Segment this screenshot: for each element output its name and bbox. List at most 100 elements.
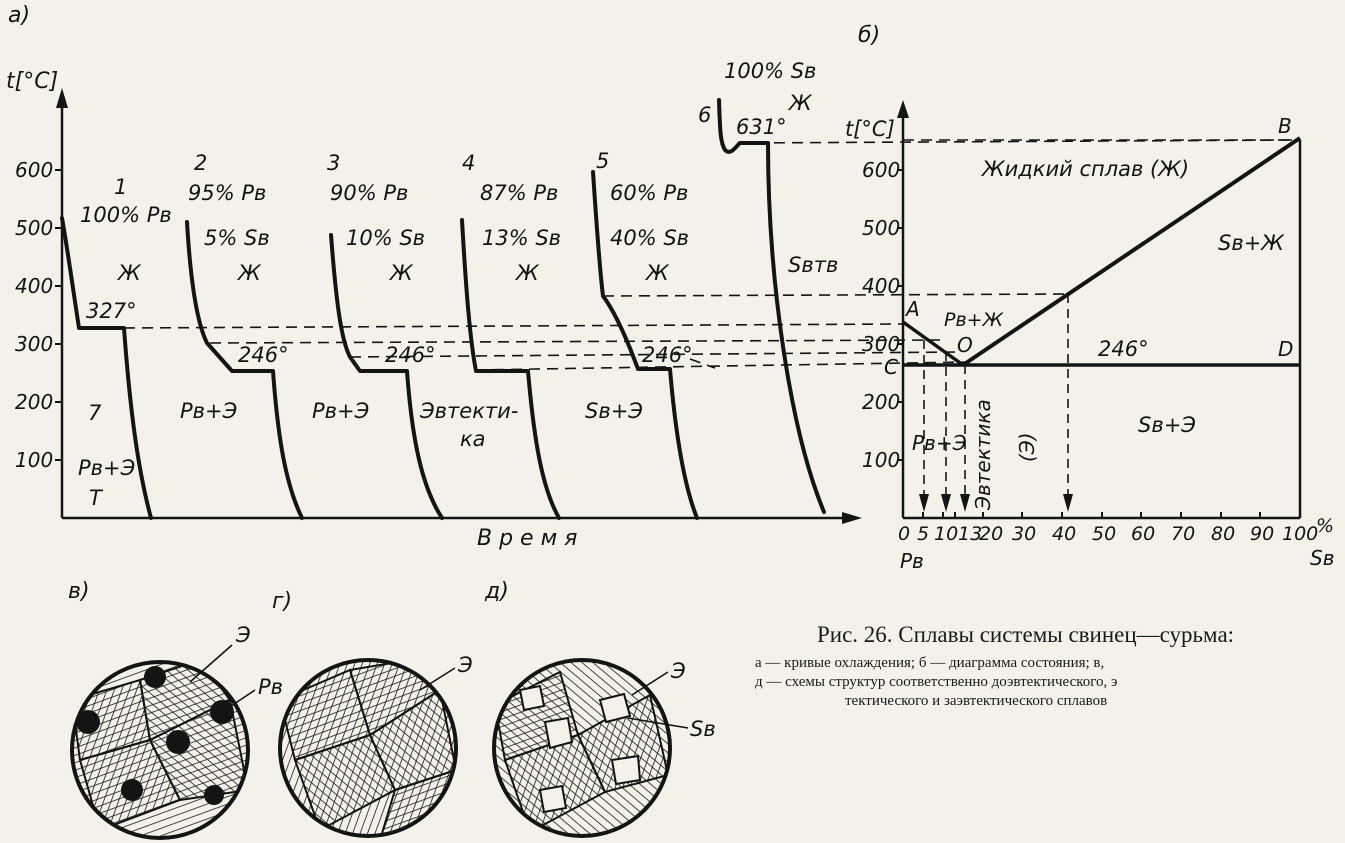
phase-x-tick-30: 30 — [1012, 523, 1036, 545]
region-sb-eutectic: Sв+Э — [1138, 413, 1196, 437]
point-b: B — [1278, 114, 1292, 138]
phase-x-tick-90: 90 — [1250, 523, 1274, 545]
curve-number-1: 1 — [114, 175, 127, 199]
liquidus-sb-line — [961, 136, 1302, 367]
phase-y-axis-arrow — [897, 100, 909, 118]
micro-label-e-eut: Э — [457, 653, 473, 677]
phase-x-tick-5: 5 — [917, 523, 929, 545]
eutectic-temp-label: 246° — [1098, 337, 1149, 361]
composition-3-sb: 10% Sв — [346, 226, 425, 250]
curve-number-3: 3 — [327, 151, 340, 175]
region-pb-liquid: Pв+Ж — [944, 309, 1005, 331]
region-sb-liquid: Sв+Ж — [1218, 231, 1285, 255]
region-label-curve5: Sв+Э — [585, 399, 643, 423]
temp-631: 631° — [736, 115, 787, 139]
pointer-e-eut — [419, 667, 456, 691]
curve-number-6: 6 — [698, 103, 711, 127]
micro-label-e-hyper: Э — [670, 659, 686, 683]
composition-2-pb: 95% Pв — [188, 181, 266, 205]
point-o: O — [957, 333, 973, 357]
phase-x-tick-50: 50 — [1092, 523, 1116, 545]
phase-y-tick-600: 600 — [862, 158, 900, 182]
panel-label-g: г) — [272, 589, 292, 614]
cooling-curves-panel: а) t[°C] В р е м я 100 200 300 400 500 6… — [6, 3, 1298, 551]
cooling-x-axis-arrow — [842, 512, 862, 524]
curve-number-4: 4 — [462, 151, 475, 175]
cooling-y-tick-200: 200 — [15, 390, 53, 414]
micro-label-e-hypo: Э — [235, 623, 251, 647]
curve-number-5: 5 — [596, 149, 609, 173]
cooling-curve-6 — [717, 98, 826, 514]
cooling-curve-4 — [460, 218, 561, 520]
cooling-y-axis-label: t[°C] — [6, 69, 58, 94]
region-label-curve3: Pв+Э — [312, 399, 370, 423]
temp-327: 327° — [86, 299, 137, 323]
point-c: C — [884, 355, 898, 379]
composition-1: 100% Pв — [80, 203, 172, 227]
temp-246-curve2: 246° — [238, 343, 289, 367]
pointer-e-hyper — [631, 671, 669, 696]
liquid-label-1: Ж — [116, 261, 142, 285]
region-label-curve4-a: Эвтекти- — [419, 399, 518, 423]
region-eutectic-paren: (Э) — [1015, 432, 1039, 462]
phase-x-tick-percent: % — [1316, 515, 1334, 537]
phase-y-axis-label: t[°C] — [845, 117, 895, 141]
liquid-label-5: Ж — [644, 261, 670, 285]
cooling-y-tick-300: 300 — [15, 332, 53, 356]
micro-eutectic: Э — [278, 653, 473, 838]
phase-y-tick-100: 100 — [862, 448, 900, 472]
composition-3-pb: 90% Pв — [330, 181, 408, 205]
region-pb-eutectic: Pв+Э — [912, 431, 967, 455]
caption-line-1: а — кривые охлаждения; б — диаграмма сос… — [755, 655, 1105, 671]
curve-number-2: 2 — [194, 151, 207, 175]
phase-x-tick-70: 70 — [1171, 523, 1195, 545]
region-label-curve1: Pв+Э — [78, 456, 136, 480]
phase-y-tick-400: 400 — [862, 274, 900, 298]
region-label-curve2: Pв+Э — [180, 399, 238, 423]
microstructure-panels: в) г) д) Э Pв — [68, 579, 716, 840]
phase-x-left-label: Pв — [900, 549, 924, 573]
region-eutectic-vertical: Эвтектика — [971, 399, 995, 511]
arrow-40pct — [1063, 494, 1073, 512]
caption-line-2: д — схемы структур соответственно доэвте… — [755, 674, 1118, 690]
liquid-label-6: Ж — [787, 91, 813, 115]
temp-246-curve5: 246° — [642, 343, 693, 367]
phase-diagram-panel: б) t[°C] 100 200 300 400 500 600 — [845, 23, 1334, 573]
phase-x-right-label: Sв — [1310, 546, 1334, 570]
composition-5-sb: 40% Sв — [610, 226, 689, 250]
pointer-sb — [627, 717, 689, 729]
phase-x-tick-80: 80 — [1211, 523, 1235, 545]
cooling-curve-3 — [329, 233, 444, 520]
liquid-label-4: Ж — [514, 261, 540, 285]
micro-label-pb: Pв — [258, 675, 283, 699]
cooling-dashed-connectors — [123, 139, 1298, 371]
liquidus-pb-line — [901, 320, 965, 367]
arrow-10pct — [941, 494, 951, 512]
micro-hypoeutectic: Э Pв — [70, 623, 283, 840]
arrow-5pct — [919, 494, 929, 512]
cooling-curve-1 — [60, 216, 153, 520]
phase-x-tick-0: 0 — [898, 523, 910, 545]
phase-composition-verticals — [923, 294, 1069, 500]
pointer-e-hypo — [189, 644, 233, 683]
panel-label-a: а) — [8, 3, 30, 28]
panel-label-b: б) — [858, 23, 880, 48]
phase-x-tick-10: 10 — [934, 523, 958, 545]
composition-5-pb: 60% Pв — [610, 181, 688, 205]
curve-number-7: 7 — [88, 401, 102, 425]
phase-x-tick-13: 13 — [958, 523, 982, 545]
region-label-curve1-t: Т — [89, 486, 104, 510]
phase-x-tick-60: 60 — [1131, 523, 1155, 545]
cooling-curve-2 — [185, 220, 304, 520]
composition-2-sb: 5% Sв — [204, 226, 270, 250]
phase-y-tick-300: 300 — [862, 332, 900, 356]
figure-caption: Рис. 26. Сплавы системы свинец—сурьма: а… — [755, 622, 1340, 711]
cooling-y-tick-400: 400 — [15, 274, 53, 298]
micro-hypereutectic: Э Sв — [492, 658, 716, 838]
cooling-x-axis-label: В р е м я — [477, 526, 577, 551]
caption-line-3: тектического и заэвтектического сплавов — [845, 693, 1108, 709]
phase-y-tick-500: 500 — [862, 216, 900, 240]
panel-label-d: д) — [484, 579, 509, 604]
phase-x-tick-20: 20 — [979, 523, 1003, 545]
